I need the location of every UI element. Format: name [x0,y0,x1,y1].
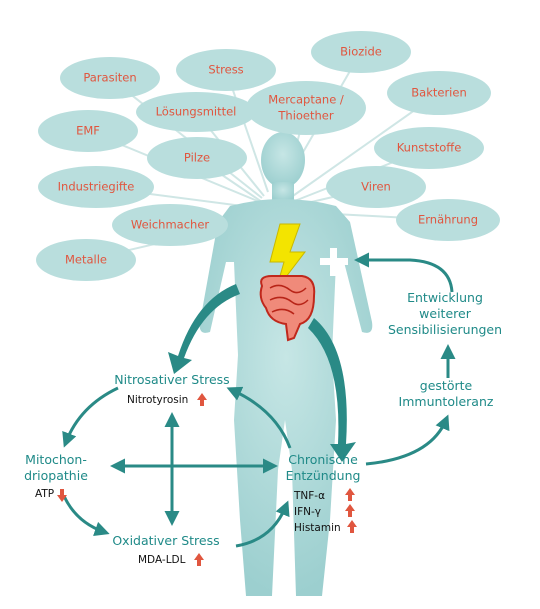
histamin-label: Histamin [294,522,341,534]
nitrosative-stress-title: Nitrosativer Stress [114,372,229,387]
up-arrow-icon [194,553,204,566]
arrow-intestine-to-chronic [308,318,356,462]
bubble-label: Stress [208,63,243,77]
chronic-inflammation-line2: Entzündung [286,468,361,483]
arrow-mito-to-oxidative [62,495,110,537]
chronic-inflammation-line1: Chronische [288,452,358,467]
bubble-bakterien: Bakterien [387,71,491,115]
ifn-label: IFN-γ [294,506,321,518]
bubble-mercaptane: Mercaptane / Thioether [246,81,366,135]
thick-arrows [168,284,356,462]
arrow-intestine-to-nitrosative [168,284,240,374]
arrow-nitrosative-to-mito [62,386,119,448]
bubble-label: Thioether [277,109,333,123]
sensitization-line1: Entwicklung [407,290,483,305]
bubble-label: Kunststoffe [397,141,462,155]
tnf-label: TNF-α [293,490,325,502]
bubble-label: Pilze [184,151,210,165]
intestine-icon [259,275,316,342]
bubbles: Parasiten Stress Biozide Lösungsmittel M… [36,31,500,281]
bubble-viren: Viren [326,166,426,208]
bubble-label: Ernährung [418,213,478,227]
nitrotyrosin-label: Nitrotyrosin [127,394,188,406]
sensitization-line2: weiterer [419,306,472,321]
bubble-label: Metalle [65,253,107,267]
arrow-oxidative-to-chronic [235,500,290,548]
bubble-label: Biozide [340,45,382,59]
up-arrow-icon [197,393,207,406]
plus-icon [320,248,348,276]
bubble-stress: Stress [176,49,276,91]
bubble-label: Parasiten [83,71,136,85]
bubble-label: EMF [76,124,100,138]
bubble-emf: EMF [38,110,138,152]
cycle-arrows [62,252,456,548]
bubble-label: Mercaptane / [268,93,344,107]
human-body-silhouette [199,132,373,596]
up-arrow-icon [347,520,357,533]
atp-label: ATP [35,488,54,500]
cycle-labels: Nitrosativer Stress Nitrotyrosin Mitocho… [24,290,502,566]
mitochondriopathie-line2: driopathie [24,468,88,483]
up-arrow-icons [57,393,357,566]
bubble-metalle: Metalle [36,239,136,281]
oxidative-stress-title: Oxidativer Stress [112,533,219,548]
bubble-industriegifte: Industriegifte [38,166,154,208]
arrow-chronic-to-nitrosative [226,386,292,449]
up-arrow-icon [345,488,355,501]
bubble-label: Lösungsmittel [156,105,237,119]
bubble-label: Bakterien [411,86,466,100]
bubble-kunststoffe: Kunststoffe [374,127,484,169]
bubble-label: Viren [361,180,391,194]
bubble-ernaehrung: Ernährung [396,199,500,241]
down-arrow-icon [57,489,67,502]
bubble-biozide: Biozide [311,31,411,73]
up-arrow-icon [345,504,355,517]
bubble-pilze: Pilze [147,137,247,179]
sensitization-line3: Sensibilisierungen [388,322,502,337]
bubble-loesungsmittel: Lösungsmittel [136,92,256,132]
mda-ldl-label: MDA-LDL [138,554,186,566]
mitochondriopathie-line1: Mitochon- [25,452,87,467]
arrow-chronic-to-tolerance [365,414,450,466]
tolerance-line1: gestörte [420,378,473,393]
lightning-bolt-icon [269,223,307,291]
arrow-sensit-to-plus [354,252,454,293]
bubble-label: Weichmacher [131,218,210,232]
tolerance-line2: Immuntoleranz [399,394,494,409]
bubble-parasiten: Parasiten [60,57,160,99]
bubble-label: Industriegifte [58,180,135,194]
bubble-weichmacher: Weichmacher [112,204,228,246]
